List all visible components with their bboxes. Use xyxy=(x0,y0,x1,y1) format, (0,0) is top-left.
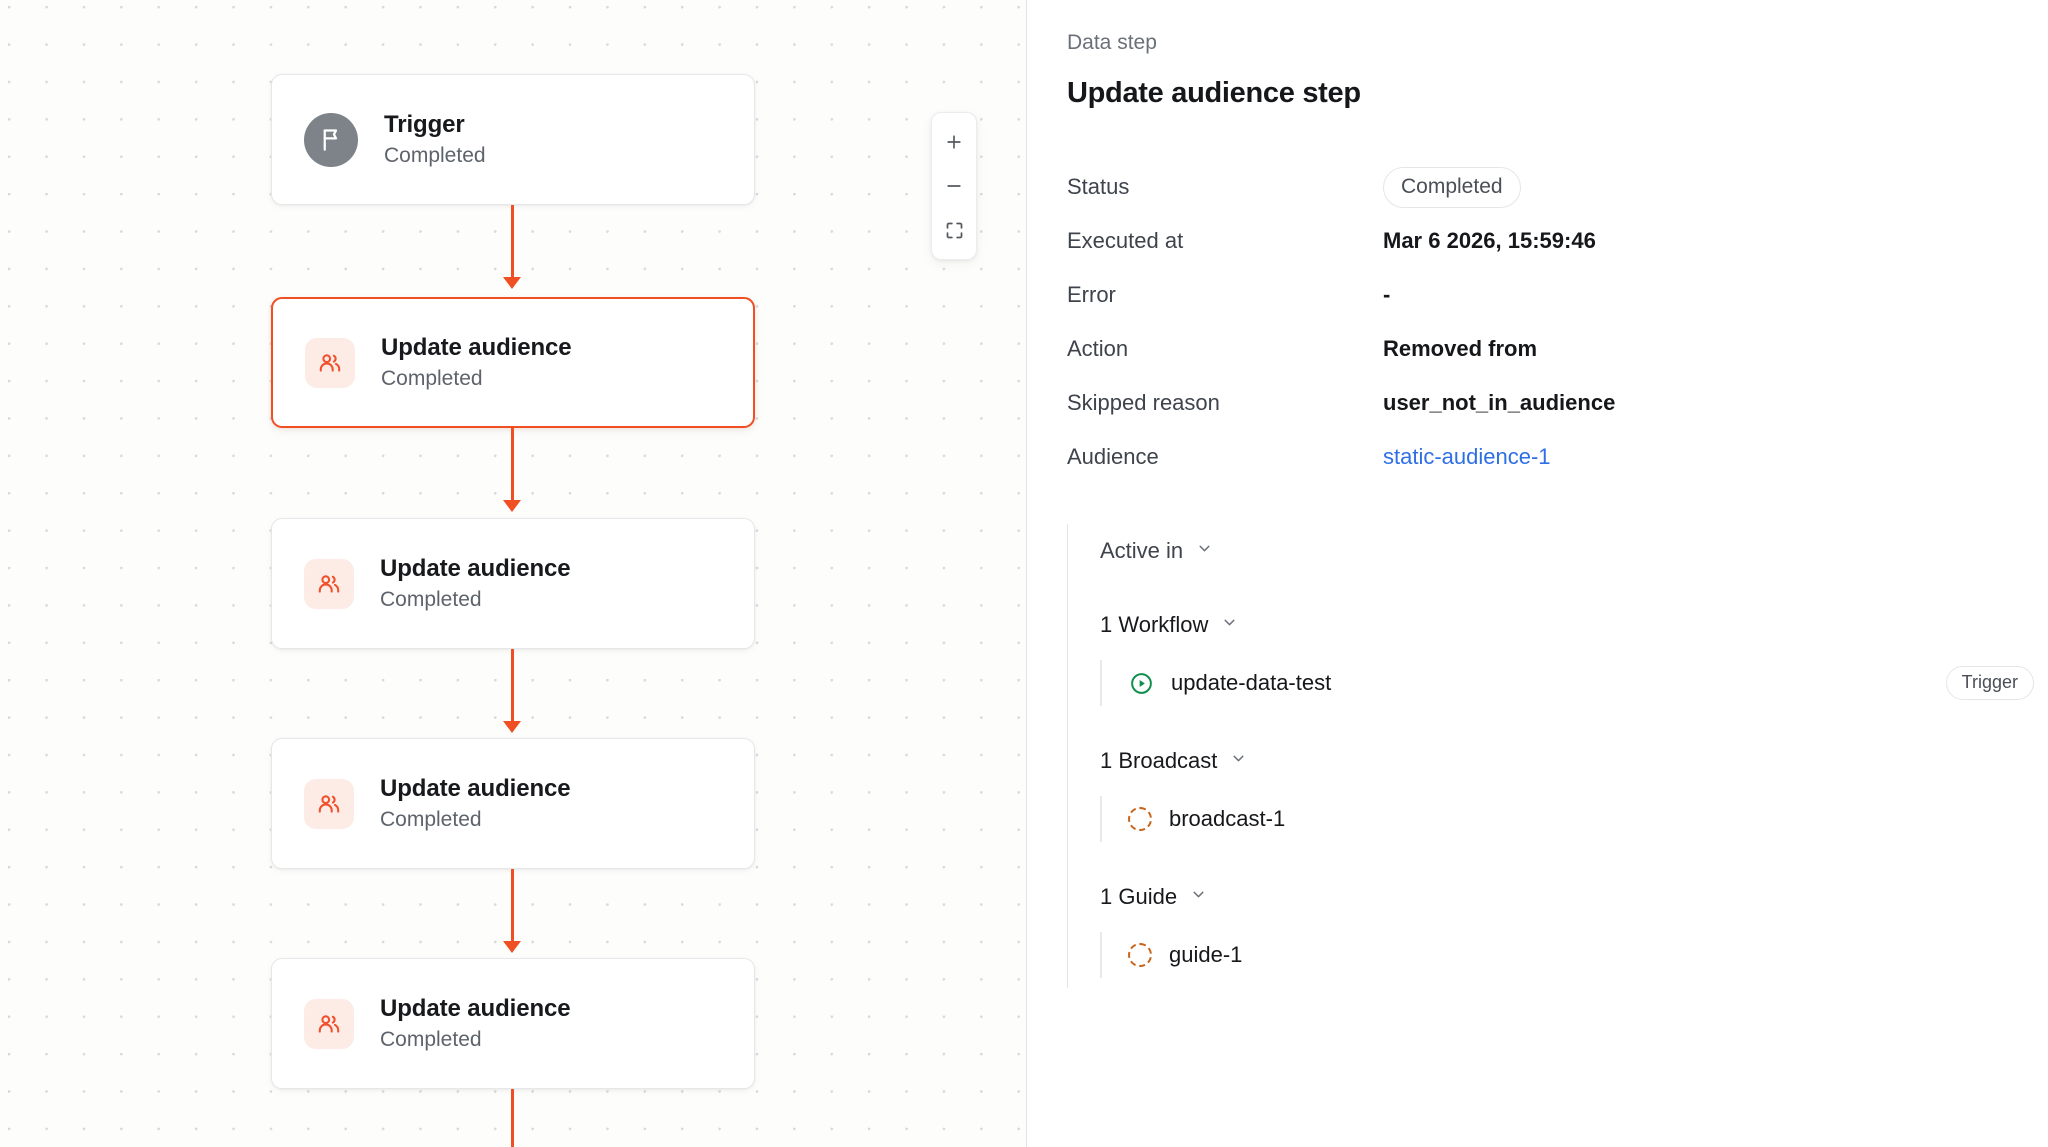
detail-row-skipped-reason: Skipped reason user_not_in_audience xyxy=(1067,376,2008,430)
chevron-down-icon xyxy=(1190,886,1207,908)
detail-row-executed-at: Executed at Mar 6 2026, 15:59:46 xyxy=(1067,214,2008,268)
node-status: Completed xyxy=(380,1027,482,1051)
chevron-down-icon xyxy=(1196,540,1213,562)
connector-line xyxy=(511,205,514,280)
chevron-down-icon xyxy=(1221,614,1238,636)
detail-value: - xyxy=(1383,282,1391,307)
detail-label: Error xyxy=(1067,282,1116,307)
group-broadcast-items: broadcast-1 xyxy=(1100,796,2008,842)
active-in-toggle[interactable]: Active in xyxy=(1100,532,2008,570)
group-label: 1 Guide xyxy=(1100,884,1178,909)
group-guide-items: guide-1 xyxy=(1100,932,2008,978)
play-circle-icon xyxy=(1128,670,1154,696)
panel-eyebrow: Data step xyxy=(1067,31,1157,54)
group-workflow: 1 Workflow update-data-test xyxy=(1100,606,2034,706)
node-status: Completed xyxy=(380,587,482,611)
node-status: Completed xyxy=(381,366,483,390)
group-broadcast-toggle[interactable]: 1 Broadcast xyxy=(1100,742,2008,780)
page-title: Update audience step xyxy=(1067,77,1361,109)
users-icon xyxy=(304,998,354,1049)
group-label: 1 Broadcast xyxy=(1100,748,1218,773)
fit-view-button[interactable] xyxy=(931,208,977,252)
list-item-label: broadcast-1 xyxy=(1169,806,1286,831)
list-item[interactable]: guide-1 xyxy=(1128,932,2008,978)
detail-row-audience: Audience static-audience-1 xyxy=(1067,430,2008,484)
node-icon-wrap xyxy=(304,778,354,829)
flow-node-update-audience-3[interactable]: Update audience Completed xyxy=(271,738,755,869)
zoom-in-button[interactable] xyxy=(931,120,977,164)
node-text: Update audience Completed xyxy=(380,775,571,832)
active-in-block: Active in 1 Workflow xyxy=(1067,524,2034,988)
dashed-circle-icon xyxy=(1128,807,1152,831)
node-icon-wrap xyxy=(304,998,354,1049)
flow-node-trigger[interactable]: Trigger Completed xyxy=(271,74,755,205)
node-title: Update audience xyxy=(380,775,571,803)
detail-rows: Status Completed Executed at Mar 6 2026,… xyxy=(1067,160,2008,484)
node-status: Completed xyxy=(384,143,486,167)
list-item-label: guide-1 xyxy=(1169,942,1243,967)
list-item-label: update-data-test xyxy=(1171,670,1332,695)
group-broadcast: 1 Broadcast broadcast-1 xyxy=(1100,742,2008,842)
list-item[interactable]: update-data-test Trigger xyxy=(1128,660,2034,706)
node-text: Update audience Completed xyxy=(381,334,572,391)
group-label: 1 Workflow xyxy=(1100,612,1209,637)
flag-icon xyxy=(304,112,358,167)
node-icon-wrap xyxy=(305,337,355,388)
connector-line xyxy=(511,428,514,503)
detail-label: Executed at xyxy=(1067,228,1184,253)
detail-row-action: Action Removed from xyxy=(1067,322,2008,376)
flow-node-update-audience-1[interactable]: Update audience Completed xyxy=(271,297,755,428)
connector-line xyxy=(511,649,514,724)
group-workflow-items: update-data-test Trigger xyxy=(1100,660,2034,706)
status-badge: Trigger xyxy=(1945,666,2034,700)
users-icon xyxy=(304,778,354,829)
detail-value: user_not_in_audience xyxy=(1383,390,1616,415)
node-title: Trigger xyxy=(384,111,465,139)
node-title: Update audience xyxy=(380,995,571,1023)
detail-value: Mar 6 2026, 15:59:46 xyxy=(1383,228,1596,253)
detail-row-error: Error - xyxy=(1067,268,2008,322)
detail-label: Status xyxy=(1067,174,1130,199)
status-badge: Completed xyxy=(1383,166,1521,208)
active-in-label: Active in xyxy=(1100,538,1184,563)
node-text: Trigger Completed xyxy=(384,111,486,168)
zoom-out-button[interactable] xyxy=(931,164,977,208)
node-text: Update audience Completed xyxy=(380,555,571,612)
users-icon xyxy=(304,558,354,609)
node-icon-wrap xyxy=(304,558,354,609)
connector-arrowhead xyxy=(503,277,521,289)
chevron-down-icon xyxy=(1230,750,1247,772)
audience-link[interactable]: static-audience-1 xyxy=(1383,444,1551,469)
group-guide-toggle[interactable]: 1 Guide xyxy=(1100,878,2008,916)
detail-value: Removed from xyxy=(1383,336,1538,361)
canvas-zoom-controls[interactable] xyxy=(931,112,977,260)
connector-line xyxy=(511,1089,514,1147)
node-text: Update audience Completed xyxy=(380,995,571,1052)
flow-node-update-audience-2[interactable]: Update audience Completed xyxy=(271,518,755,649)
canvas-panel-divider xyxy=(1026,0,1027,1147)
workflow-canvas[interactable]: Trigger Completed Update audience xyxy=(0,0,1027,1147)
detail-label: Action xyxy=(1067,336,1129,361)
connector-arrowhead xyxy=(503,500,521,512)
detail-row-status: Status Completed xyxy=(1067,160,2008,214)
node-title: Update audience xyxy=(381,334,572,362)
node-title: Update audience xyxy=(380,555,571,583)
dashed-circle-icon xyxy=(1128,943,1152,967)
step-details-panel: Data step Update audience step Status Co… xyxy=(1027,0,2048,1147)
detail-label: Skipped reason xyxy=(1067,390,1220,415)
connector-arrowhead xyxy=(503,941,521,953)
detail-label: Audience xyxy=(1067,444,1159,469)
list-item[interactable]: broadcast-1 xyxy=(1128,796,2008,842)
group-guide: 1 Guide guide-1 xyxy=(1100,878,2008,978)
connector-arrowhead xyxy=(503,721,521,733)
connector-line xyxy=(511,869,514,944)
group-workflow-toggle[interactable]: 1 Workflow xyxy=(1100,606,2008,644)
users-icon xyxy=(305,337,355,388)
node-status: Completed xyxy=(380,807,482,831)
flow-node-update-audience-4[interactable]: Update audience Completed xyxy=(271,958,755,1089)
node-icon-wrap xyxy=(304,112,358,167)
